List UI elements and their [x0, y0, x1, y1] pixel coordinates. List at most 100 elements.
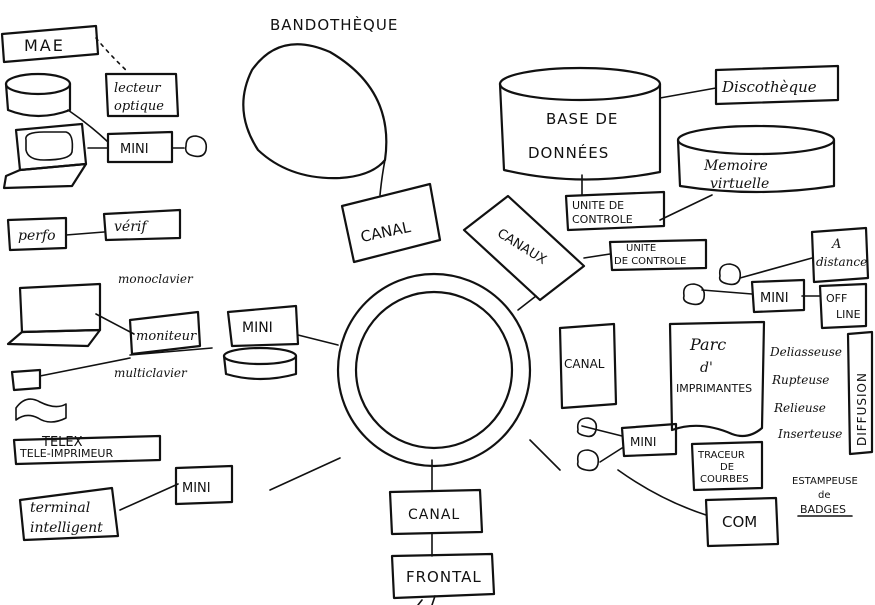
connector-drum-mini	[67, 109, 109, 143]
connector-canaux-ring	[517, 295, 537, 311]
memoire-label-line1: Memoire	[703, 158, 768, 174]
monitor-keyboard	[6, 328, 102, 348]
parc-imprimantes-box: Parc d' IMPRIMANTES	[668, 320, 766, 438]
com-box: COM	[704, 496, 780, 548]
diffusion-outline	[846, 330, 874, 456]
mini-right: MINI	[750, 278, 806, 314]
mini-right-outline	[750, 278, 806, 314]
canal-right-label: CANAL	[564, 357, 605, 371]
canal-bottom-outline	[388, 488, 484, 536]
lecteur-optique: lecteur optique	[104, 72, 180, 118]
loop-icon	[184, 135, 208, 158]
connector-base-discotheque	[659, 87, 717, 99]
ring-inner	[354, 290, 514, 450]
mini-disk-body	[222, 354, 298, 381]
paper-icon	[15, 398, 67, 423]
small-printer-icon	[10, 368, 67, 423]
unite-label-line1: UNITE DE	[572, 199, 624, 212]
mini-left-center-outline	[226, 304, 300, 348]
perfo-outline	[6, 216, 68, 252]
canal-bottom-box: CANAL	[388, 488, 484, 536]
mini-top-left-label: MINI	[120, 142, 149, 157]
discotheque-label: Discothèque	[721, 78, 817, 96]
connector-multiclavier	[39, 357, 131, 377]
diffusion-box: DIFFUSION	[846, 330, 874, 456]
base-de-donnees: BASE DE DONNÉES	[498, 66, 662, 181]
telex-box: TELEX TELE-IMPRIMEUR	[12, 434, 162, 466]
canaux-label: CANAUX	[494, 226, 549, 268]
loop-icon-right-1	[718, 263, 742, 286]
discotheque-box: Discothèque	[714, 64, 840, 106]
mini-bottom-right-label: MINI	[630, 435, 656, 449]
verif-box: vérif	[102, 208, 182, 242]
connector-ring-com	[617, 469, 707, 516]
screen-keyboard-icon	[6, 282, 102, 348]
unite2-label-line2: DE CONTROLE	[614, 256, 686, 267]
unite-outline	[564, 190, 666, 232]
disk-drum-icon	[4, 72, 72, 118]
terminal-label-line2: intelligent	[30, 520, 103, 536]
mini-left-center: MINI	[222, 304, 300, 381]
traceur-label-line1: TRACEUR	[697, 450, 745, 461]
memoire-top	[676, 124, 836, 156]
perfo-box: perfo	[6, 216, 68, 252]
a-distance-label-line2: distance	[816, 255, 867, 269]
parc-label-line3: IMPRIMANTES	[676, 382, 752, 395]
unite-label-line2: CONTROLE	[572, 213, 633, 226]
canal-right-box: CANAL	[558, 322, 618, 410]
memoire-virtuelle: Memoire virtuelle	[676, 124, 836, 194]
estampeuse-box: ESTAMPEUSE de BADGES	[792, 476, 858, 517]
discotheque-outline	[714, 64, 840, 106]
mini-bottom-right: MINI	[620, 422, 678, 458]
mini-top-left: MINI	[106, 130, 208, 164]
traceur-label-line3: COURBES	[700, 474, 749, 485]
bandotheque-title: BANDOTHÈQUE	[270, 15, 398, 34]
connector-unite-memoire	[659, 194, 713, 221]
inserteuse-label: Inserteuse	[777, 427, 842, 441]
com-outline	[704, 496, 780, 548]
terminal-intelligent-outline	[18, 486, 120, 542]
base-body	[498, 82, 662, 181]
parc-label-line1: Parc	[689, 335, 726, 354]
memoire-label-line2: virtuelle	[710, 176, 769, 192]
unite-de-controle-box: UNITE DE CONTROLE	[564, 190, 666, 232]
tele-imprimeur-label: TELE-IMPRIMEUR	[19, 447, 113, 460]
unite2-label-line1: UNITE	[626, 243, 656, 254]
canal-top-box: CANAL	[340, 182, 442, 264]
verif-outline	[102, 208, 182, 242]
relieuse-label: Relieuse	[773, 401, 826, 415]
mini-bottom-left-label: MINI	[182, 481, 211, 496]
mini-bottom-left: MINI	[174, 464, 234, 506]
terminal-keyboard	[2, 162, 88, 190]
finishing-machines-list: Deliasseuse Rupteuse Relieuse Inserteuse	[769, 345, 842, 441]
connector-bandotheque-canal	[379, 159, 386, 196]
off-line-box: OFF LINE	[818, 282, 868, 330]
parc-outline	[668, 320, 766, 438]
connector-perfo-verif	[65, 231, 105, 236]
estampeuse-label-line2: de	[818, 490, 831, 501]
off-line-outline	[818, 282, 868, 330]
estampeuse-label-line1: ESTAMPEUSE	[792, 476, 858, 487]
rupteuse-label: Rupteuse	[771, 373, 829, 387]
connector-bottom-left-ring	[269, 457, 341, 491]
connector-moniteur-mini	[129, 347, 213, 356]
lecteur-label-line2: optique	[114, 99, 164, 114]
base-label-line2: DONNÉES	[528, 143, 609, 162]
connector-canaux-unite2	[583, 253, 611, 259]
off-line-label-line2: LINE	[836, 308, 861, 321]
bandotheque-shape	[242, 43, 388, 180]
mini-bottom-left-outline	[174, 464, 234, 506]
moniteur-outline	[128, 310, 202, 356]
frontal-box: FRONTAL	[390, 552, 496, 600]
drum-top	[4, 72, 72, 96]
connector-mini-a-distance	[739, 257, 813, 279]
connector-monoclavier	[95, 313, 135, 335]
terminal-computer-icon	[2, 122, 88, 190]
frontal-label: FRONTAL	[406, 568, 482, 586]
mini-right-label: MINI	[760, 291, 789, 306]
a-distance-outline	[810, 226, 870, 284]
base-top	[498, 66, 662, 102]
verif-label: vérif	[114, 219, 149, 235]
lecteur-outline	[104, 72, 180, 118]
